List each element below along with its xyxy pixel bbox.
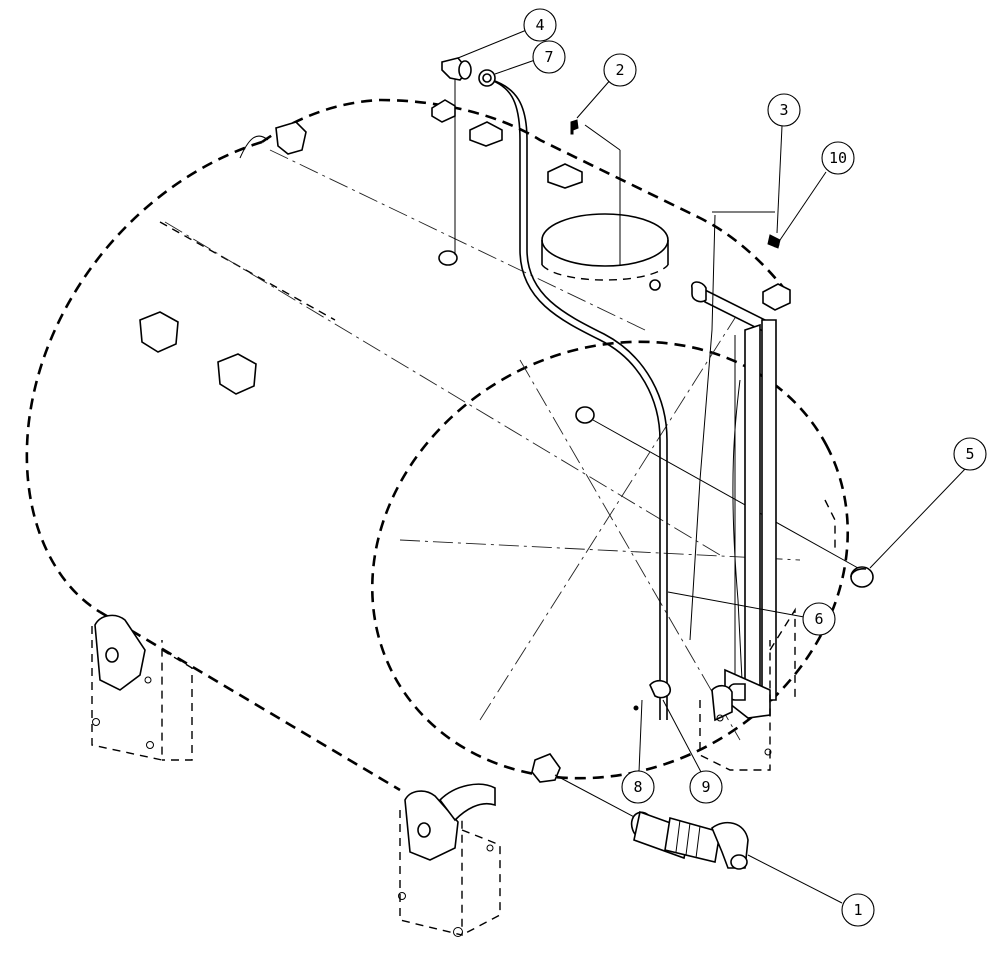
callout-8: 8 [621, 770, 655, 804]
callout-10-label: 10 [829, 149, 847, 167]
stand-rear-left [91, 614, 193, 761]
callout-4: 4 [523, 8, 557, 42]
lid-port [649, 279, 661, 291]
tank-lid-opening [541, 124, 669, 281]
callout-2-label: 2 [615, 61, 624, 79]
p-clip-icon [633, 679, 672, 711]
top-brackets [239, 99, 791, 311]
sight-gauge [689, 211, 777, 719]
elbow-fitting-icon [441, 57, 472, 81]
tank-lid-clip-icon [570, 119, 579, 135]
callout-7: 7 [532, 40, 566, 74]
callout-leaders [457, 28, 967, 904]
screw-washer-icon [767, 234, 781, 249]
front-port-lower [531, 753, 641, 821]
callout-9-label: 9 [701, 778, 710, 796]
callout-6: 6 [802, 602, 836, 636]
plug-cap-icon [850, 566, 874, 588]
callout-7-label: 7 [544, 48, 553, 66]
stand-front-left [398, 783, 501, 937]
callout-5-label: 5 [965, 445, 974, 463]
top-port-fitting [438, 250, 458, 266]
callout-3-label: 3 [779, 101, 788, 119]
front-port-upper [575, 406, 859, 569]
hose-clamp-icon [478, 69, 496, 87]
callout-3: 3 [767, 93, 801, 127]
spray-valve-assembly-icon [630, 810, 749, 870]
callout-1: 1 [841, 893, 875, 927]
tank-body [25, 98, 850, 792]
callout-6-label: 6 [814, 610, 823, 628]
callout-9: 9 [689, 770, 723, 804]
callout-1-label: 1 [853, 901, 862, 919]
side-tabs [139, 311, 257, 395]
callout-8-label: 8 [633, 778, 642, 796]
stand-front-right [699, 499, 836, 771]
callout-4-label: 4 [535, 16, 544, 34]
callout-10: 10 [821, 141, 855, 175]
sight-tube-hose [484, 77, 668, 720]
callout-5: 5 [953, 437, 987, 471]
callout-2: 2 [603, 53, 637, 87]
